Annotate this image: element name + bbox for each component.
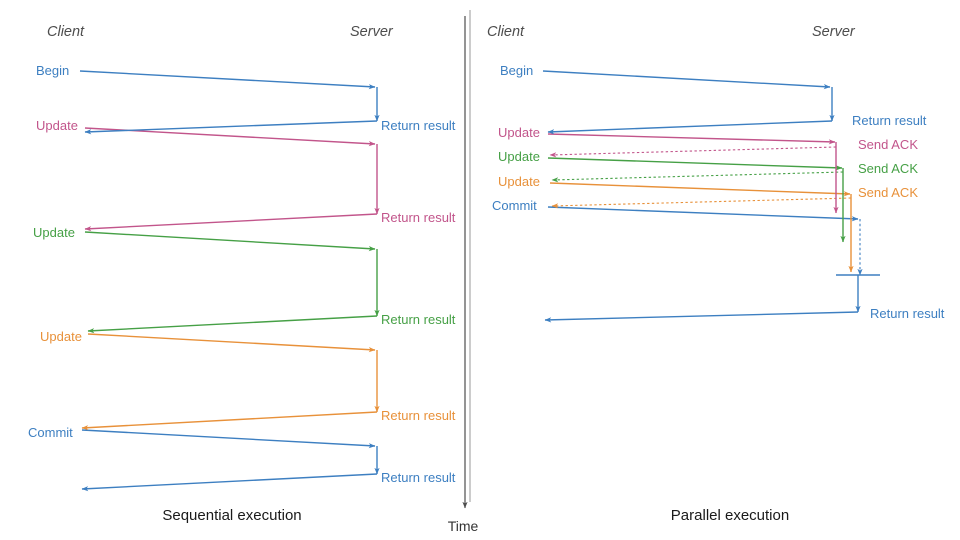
server-message-label: Return result [381,408,456,423]
client-message-label: Update [498,174,540,189]
request-arrow [542,70,831,90]
client-message-label: Update [40,329,82,344]
server-message-label: Return result [381,312,456,327]
client-message-label: Commit [492,198,537,213]
client-message-label: Update [33,225,75,240]
client-message-label: Update [36,118,78,133]
client-message-label: Update [498,125,540,140]
lane-title-client: Client [47,24,85,40]
request-arrow [87,333,376,353]
client-message-label: Begin [36,63,69,78]
server-message-label: Send ACK [858,185,918,200]
response-arrow [547,120,833,135]
server-message-label: Return result [852,113,927,128]
server-message-label: Return result [381,210,456,225]
request-arrow [547,206,859,222]
client-message-label: Update [498,149,540,164]
client-message-label: Begin [500,63,533,78]
lane-title-server: Server [812,24,856,40]
panel-caption: Sequential execution [162,507,301,524]
server-message-label: Send ACK [858,161,918,176]
server-message-label: Send ACK [858,137,918,152]
server-message-label: Return result [381,118,456,133]
response-arrow [84,120,378,135]
ack-arrow [551,171,844,183]
response-arrow [544,311,859,323]
request-arrow [549,182,851,197]
request-arrow [547,157,843,171]
request-arrow [79,70,376,90]
response-arrow [81,411,378,431]
server-message-label: Return result [870,306,945,321]
response-arrow [81,473,378,492]
response-arrow [84,213,378,232]
request-arrow [547,133,836,145]
lane-title-server: Server [350,24,394,40]
request-arrow [84,231,376,252]
request-arrow [81,429,376,449]
response-arrow [87,315,378,334]
panel-caption: Parallel execution [671,507,789,524]
lane-title-client: Client [487,24,525,40]
ack-arrow [551,197,852,209]
time-axis-label: Time [448,518,479,534]
server-message-label: Return result [381,470,456,485]
client-message-label: Commit [28,425,73,440]
ack-arrow [549,146,837,158]
